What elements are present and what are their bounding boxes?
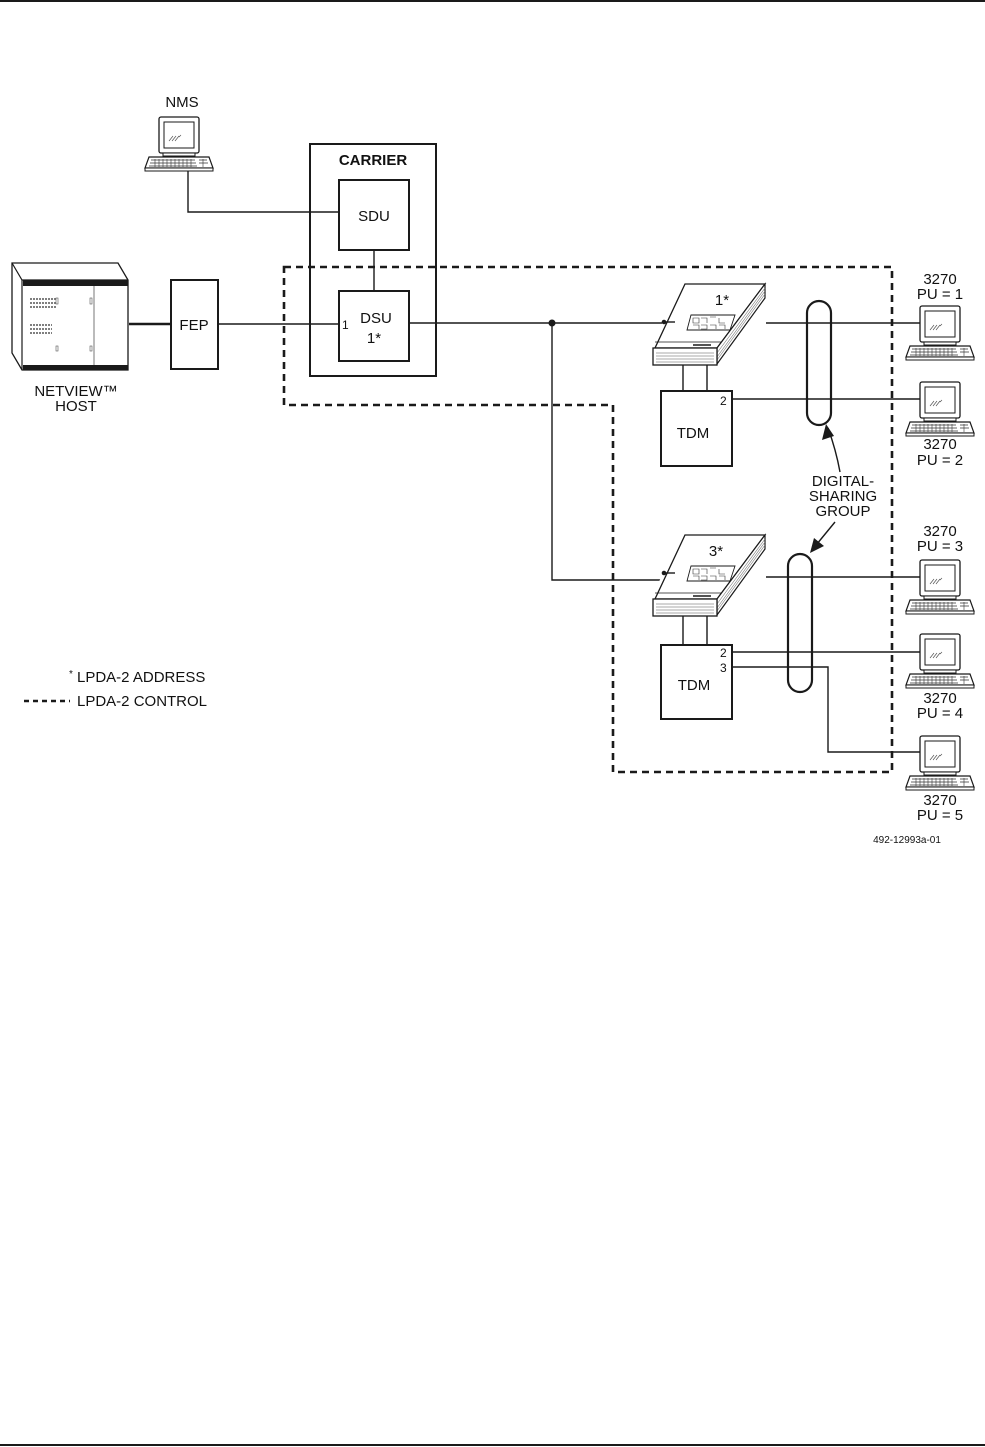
tdm2-port-b-label: 3 [720, 661, 727, 675]
host-label-line1: NETVIEW™ [34, 383, 117, 400]
tdm2-to-pu5-line [732, 666, 920, 753]
dsg-label-line2: SHARING [809, 488, 877, 505]
pu2-model-label: 3270 [923, 436, 956, 453]
pu1-terminal-icon [905, 305, 975, 361]
carrier-box [309, 143, 437, 377]
digital-sharing-group-oval-2 [786, 552, 814, 694]
dsu-port-label: 1 [342, 318, 349, 332]
lpda2-control-boundary [282, 265, 894, 774]
pu4-terminal-icon [905, 633, 975, 689]
pu2-address-label: PU = 2 [917, 452, 963, 469]
legend-control-label: LPDA-2 CONTROL [77, 693, 207, 710]
legend-address-mark: * [69, 669, 73, 680]
carrier-label: CARRIER [339, 152, 408, 169]
nms-label: NMS [165, 94, 198, 111]
dsu-address-label: 1* [367, 330, 381, 347]
dsg-label-line1: DIGITAL- [812, 473, 874, 490]
page-bottom-rule [0, 1444, 985, 1446]
tdm-box-1 [660, 390, 733, 467]
dsu-label: DSU [360, 310, 392, 327]
pu5-address-label: PU = 5 [917, 807, 963, 824]
page-top-rule [0, 0, 985, 2]
pu1-address-label: PU = 1 [917, 286, 963, 303]
network-unit-1-icon [652, 281, 766, 366]
dsg-label-line3: GROUP [815, 503, 870, 520]
tdm1-port-label: 2 [720, 394, 727, 408]
pu5-model-label: 3270 [923, 792, 956, 809]
pu2-terminal-icon [905, 381, 975, 437]
dsg-arrow-up-icon [822, 424, 841, 473]
pu3-address-label: PU = 3 [917, 538, 963, 555]
tdm-box-2 [660, 644, 733, 720]
fep-label: FEP [179, 317, 208, 334]
dsu-box [338, 290, 410, 362]
pu4-model-label: 3270 [923, 690, 956, 707]
legend: * LPDA-2 ADDRESS LPDA-2 CONTROL [24, 669, 207, 710]
legend-address-label: LPDA-2 ADDRESS [77, 669, 205, 686]
unit3-tdm-connector [682, 616, 708, 645]
unit1-address-label: 1* [715, 292, 729, 309]
figure-id-label: 492-12993a-01 [873, 835, 941, 846]
sdu-label: SDU [358, 208, 390, 225]
host-label-line2: HOST [55, 398, 97, 415]
digital-sharing-group-oval-1 [805, 299, 833, 427]
unit1-tdm-connector [682, 365, 708, 391]
junction-to-unit3-line [551, 323, 662, 581]
nms-to-sdu-line [187, 171, 338, 213]
mainframe-host-icon [11, 262, 129, 371]
pu5-terminal-icon [905, 735, 975, 791]
tdm2-port-a-label: 2 [720, 646, 727, 660]
tdm1-label: TDM [677, 425, 710, 442]
pu1-model-label: 3270 [923, 271, 956, 288]
dsg-arrow-down-icon [810, 521, 836, 553]
unit3-address-label: 3* [709, 543, 723, 560]
pu3-model-label: 3270 [923, 523, 956, 540]
pu4-address-label: PU = 4 [917, 705, 963, 722]
nms-terminal-icon [144, 116, 214, 172]
tdm2-label: TDM [678, 677, 711, 694]
pu3-terminal-icon [905, 559, 975, 615]
sdu-box [338, 179, 410, 251]
